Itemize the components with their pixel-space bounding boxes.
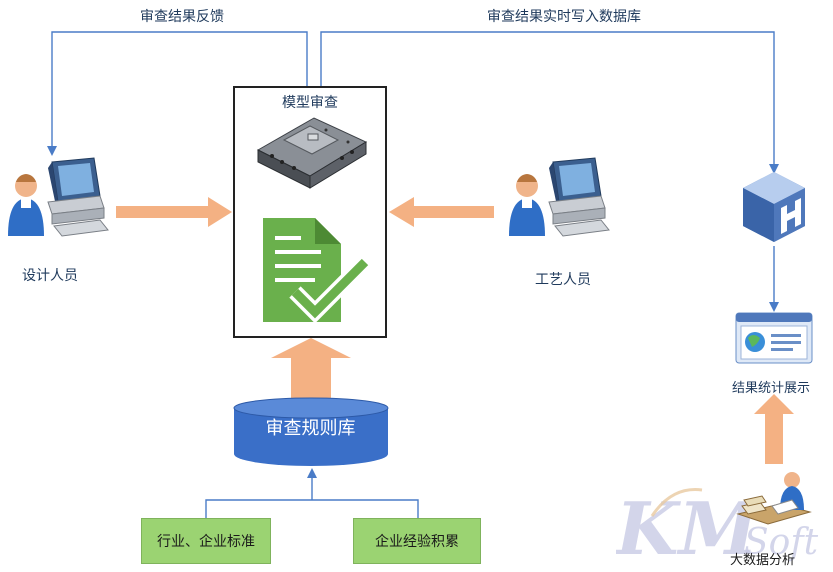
designer-to-model-arrow xyxy=(116,197,232,227)
stats-display-label: 结果统计展示 xyxy=(732,381,811,396)
enterprise-experience-label: 企业经验积累 xyxy=(375,534,459,550)
database-server-icon xyxy=(743,172,805,242)
feedback-arrowhead xyxy=(47,146,57,156)
svg-text:Soft: Soft xyxy=(744,522,819,563)
db-write-label: 审查结果实时写入数据库 xyxy=(487,9,641,25)
rule-database-cylinder xyxy=(233,397,389,466)
model-review-box: 模型审查 xyxy=(233,86,387,338)
feedback-label: 审查结果反馈 xyxy=(140,9,224,25)
cad-model-icon xyxy=(256,117,368,189)
db-write-line xyxy=(320,31,775,168)
process-engineer-label: 工艺人员 xyxy=(535,272,591,288)
industry-standard-box: 行业、企业标准 xyxy=(141,518,271,564)
model-review-title: 模型审查 xyxy=(282,95,338,111)
stats-display-window-icon xyxy=(735,312,813,364)
feedback-line xyxy=(51,31,308,150)
sources-bracket xyxy=(205,499,419,518)
enterprise-experience-box: 企业经验积累 xyxy=(353,518,481,564)
bigdata-analyst-icon xyxy=(736,472,812,525)
industry-standard-label: 行业、企业标准 xyxy=(157,534,255,550)
designer-workstation-icon xyxy=(8,157,109,237)
approved-document-icon xyxy=(263,218,371,324)
db-to-model-arrow xyxy=(271,338,351,398)
process-engineer-workstation-icon xyxy=(509,157,610,237)
process-to-model-arrow xyxy=(389,197,494,227)
svg-text:KM: KM xyxy=(616,486,761,566)
bigdata-analysis-label: 大数据分析 xyxy=(730,553,796,568)
designer-label: 设计人员 xyxy=(22,268,78,284)
db-write-arrowhead xyxy=(769,164,779,174)
kmsoft-watermark-logo: KM Soft xyxy=(616,486,819,566)
sources-to-db-arrowhead xyxy=(307,468,317,478)
bigdata-to-stats-arrow xyxy=(754,394,794,464)
server-to-stats-arrowhead xyxy=(769,302,779,312)
rule-database-label: 审查规则库 xyxy=(265,418,356,439)
